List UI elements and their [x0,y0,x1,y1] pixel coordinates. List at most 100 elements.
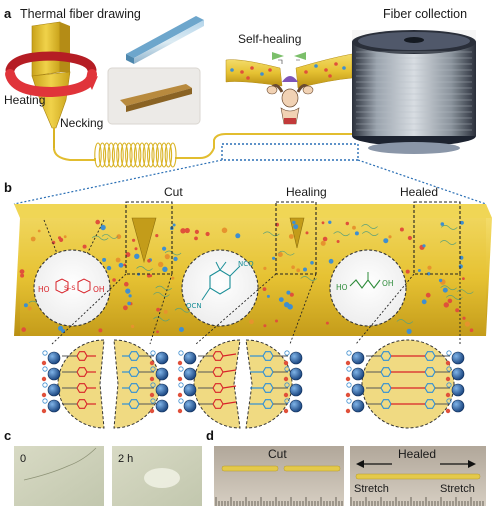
molecule-2-bottom: OCN [186,302,202,310]
crosslinker-bead [451,367,465,381]
side-chain [42,350,48,356]
coil-loop [111,142,120,168]
polymer-dot [328,74,332,78]
side-chain [41,376,47,382]
molecule-1-left: HO [38,285,50,294]
side-chain [41,360,47,366]
crosslinker-bead [47,351,61,365]
side-chain [177,392,183,398]
polymer-chain [155,285,172,291]
healed-photo-label: Healed [398,447,436,461]
polymer-dot [156,330,159,334]
bond [222,353,237,357]
side-chain [283,408,289,414]
polymer-chain [174,307,192,313]
polymer-dot [440,222,445,226]
side-chain [345,392,351,398]
polymer-chain [440,285,457,291]
polymer-dot [115,257,121,263]
polymer-dot [455,308,460,313]
polymer-dot [116,234,122,240]
cut-network-circle [57,339,161,429]
polymer-dot [286,290,291,295]
molecule-3-left: HO [336,283,348,292]
coil-loop [94,142,102,168]
polymer-dot [328,220,332,224]
side-chain [150,382,156,388]
polymer-chain [396,319,414,324]
side-chain [346,350,352,356]
polymer-dot [162,246,167,251]
side-chain [42,398,48,404]
crosslinker-bead [183,367,197,381]
polymer-dot [180,228,186,234]
polymer-dot [158,261,164,268]
polymer-dot [30,236,36,242]
polymer-dot [469,328,474,333]
side-chain [445,392,451,398]
polymer-dot [278,297,284,302]
healed-label: Healed [400,185,438,199]
polymer-chain [153,292,170,297]
coil-loop [120,142,129,168]
polymer-dot [458,264,463,269]
coil-loop [147,142,155,168]
polymer-dot [128,294,132,298]
polymer-dot [464,321,470,327]
cut-region-box [125,201,173,275]
coil-loop [103,142,111,168]
polymer-dot [172,223,176,227]
polymer-dot [388,235,392,239]
polymer-dot [19,269,25,274]
panel-a: a Thermal fiber drawing Heating Necking [4,6,476,168]
polymer-dot [147,259,151,263]
polymer-dot [63,235,67,239]
polymer-dot [221,227,228,234]
polymer-dot [51,240,56,245]
polymer-dot [194,236,198,241]
stretch-arrows [356,460,476,468]
polymer-dot [21,327,27,332]
polymer-dot [447,298,453,304]
molecule-1-bridge: S–S [64,284,76,292]
polymer-dot [442,287,448,293]
crosslinker-bead [289,399,303,413]
molecule-2-top: NCO [238,260,254,268]
polymer-dot [100,224,106,231]
polymer-dot [171,276,175,280]
polymer-dot [328,258,334,264]
crosslinker-bead [451,399,465,413]
side-chain [445,376,451,382]
coil-loop [107,142,115,168]
healing-label: Healing [286,185,327,199]
polymer-dot [58,236,62,240]
side-chain [346,382,352,388]
side-chain [284,366,290,372]
side-chain [177,408,183,414]
self-healing-fiber [225,52,353,89]
polymer-dot [184,227,190,234]
coil-loop [155,142,164,168]
strongman-icon [266,76,314,125]
fiber-spool [352,30,476,154]
polymer-chain [361,224,378,229]
side-chain [149,392,155,398]
side-chain [446,366,452,372]
polymer-dot [272,256,276,260]
polymer-dot [179,327,184,332]
panel-d-label: d [206,428,214,443]
polymer-dot [314,64,318,68]
polymer-dot [98,328,103,333]
crosslinker-bead [351,367,365,381]
polymer-dot [164,254,170,260]
coil-loop [125,142,133,168]
side-chain [42,382,48,388]
polymer-dot [106,265,112,271]
side-chain [283,392,289,398]
fiber-collection-label: Fiber collection [383,7,467,21]
side-chain [149,376,155,382]
polymer-dot [417,269,421,272]
time-0-label: 0 [20,453,26,465]
side-chain [178,398,184,404]
coil-loop [138,142,146,168]
